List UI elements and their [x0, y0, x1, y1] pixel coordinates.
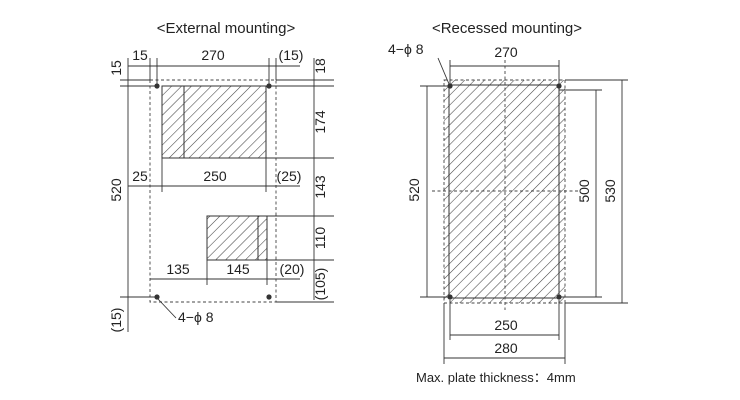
external-holes-label: 4−ϕ 8: [178, 309, 214, 325]
external-lower-cutout: [206, 215, 268, 261]
external-hole-bottom-left: [154, 294, 160, 300]
external-dim-right-174: 174: [312, 110, 328, 134]
recessed-mounting-drawing: <Recessed mounting> 4−ϕ 8 270 520: [388, 20, 628, 385]
external-dim-bot-135: 135: [166, 261, 190, 277]
external-dim-mid-250: 250: [203, 168, 227, 184]
external-right-dimensions: 18 174 143 110 (105): [266, 58, 334, 303]
recessed-dim-left-520: 520: [406, 178, 422, 202]
external-middle-dimensions: 25 250 (25): [128, 158, 301, 192]
external-dim-top-right-15: (15): [279, 47, 304, 63]
external-mounting-drawing: <External mounting> 15 270 (15): [108, 20, 334, 332]
external-panel-outline: [149, 79, 277, 303]
external-mounting-title: <External mounting>: [157, 20, 296, 37]
recessed-holes-label: 4−ϕ 8: [388, 41, 424, 57]
recessed-inner-frame: [448, 84, 560, 299]
recessed-hole-top-right: [556, 83, 562, 89]
recessed-bottom-dimensions: 250 280: [443, 300, 566, 364]
external-hole-bottom-right: [266, 294, 272, 300]
recessed-dim-bot-250: 250: [494, 317, 518, 333]
recessed-cutout: [443, 79, 566, 304]
external-dim-top-270: 270: [201, 47, 225, 63]
recessed-mounting-title: <Recessed mounting>: [432, 20, 582, 37]
recessed-dim-top-270: 270: [494, 44, 518, 60]
external-bottom-dimensions: 135 145 (20): [150, 260, 304, 285]
external-dim-right-143: 143: [312, 175, 328, 199]
recessed-dim-bot-280: 280: [494, 340, 518, 356]
recessed-hole-top-left: [447, 83, 453, 89]
recessed-left-dimension: 520: [406, 85, 448, 298]
external-dim-right-105: (105): [312, 268, 328, 301]
external-dim-top-left-15: 15: [132, 47, 148, 63]
recessed-dim-right-500: 500: [576, 179, 592, 203]
external-holes-leader: [157, 298, 177, 319]
recessed-top-dimension: 270: [449, 44, 560, 84]
external-dim-mid-25: 25: [132, 168, 148, 184]
external-dim-bot-right-20: (20): [280, 261, 305, 277]
external-top-dimensions: 15 270 (15): [128, 47, 303, 84]
external-hole-top-left: [154, 83, 160, 89]
recessed-dim-right-530: 530: [602, 179, 618, 203]
recessed-right-dimensions: 500 530: [559, 79, 628, 304]
external-dim-left-520: 520: [108, 178, 124, 202]
plate-thickness-note: Max. plate thickness：4mm: [416, 370, 576, 385]
recessed-hole-bottom-left: [447, 294, 453, 300]
external-dim-bottom-left-15: (15): [108, 308, 124, 333]
external-dim-mid-right-25: (25): [277, 168, 302, 184]
external-dim-right-110: 110: [312, 227, 328, 250]
external-dim-left-15: 15: [108, 60, 124, 76]
external-left-dimensions: 15 520 (15): [108, 58, 155, 332]
recessed-holes-leader: [437, 57, 450, 85]
external-upper-cutout: [161, 85, 267, 159]
recessed-hole-bottom-right: [556, 294, 562, 300]
external-dim-bot-145: 145: [226, 261, 250, 277]
external-hole-top-right: [266, 83, 272, 89]
external-dim-right-18: 18: [312, 58, 328, 74]
